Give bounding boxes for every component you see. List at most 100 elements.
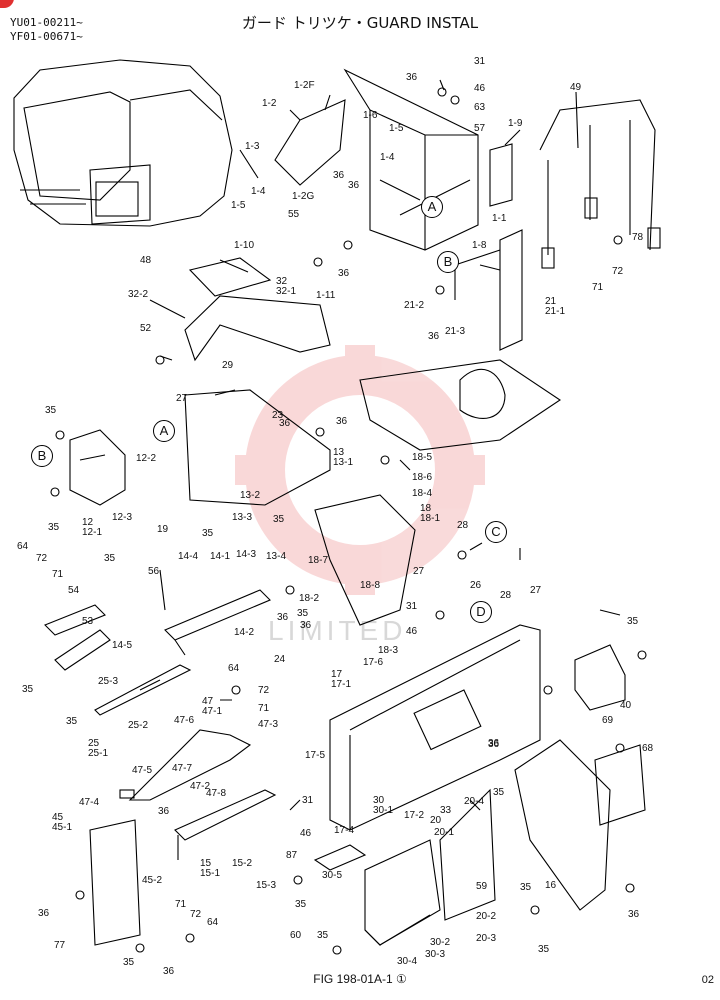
part-number-label: 28 <box>457 520 469 531</box>
part-number-label: 35 <box>48 522 60 533</box>
part-number-label: 18-5 <box>412 452 433 463</box>
part-number-label: 47-8 <box>206 788 227 799</box>
part-number-label: 1-5 <box>389 123 404 134</box>
part-number-label: 18-4 <box>412 488 433 499</box>
part-number-label: 25-1 <box>88 748 109 759</box>
part-number-label: 45 <box>52 812 64 823</box>
part-number-label: 64 <box>228 663 240 674</box>
part-number-label: 47-7 <box>172 763 193 774</box>
part-number-label: 20-3 <box>476 933 497 944</box>
part-number-label: 18 <box>420 503 432 514</box>
part-number-label: 13-1 <box>333 457 354 468</box>
part-number-label: 35 <box>104 553 116 564</box>
part-number-label: 47-5 <box>132 765 153 776</box>
part-number-label: 64 <box>207 917 219 928</box>
part-number-label: 1-10 <box>234 240 255 251</box>
part-number-label: 71 <box>52 569 64 580</box>
part-number-label: 32-1 <box>276 286 297 297</box>
part-number-label: 35 <box>202 528 214 539</box>
part-number-label: 12-2 <box>136 453 157 464</box>
part-number-label: 17-1 <box>331 679 352 690</box>
part-number-label: 1-2G <box>292 191 315 202</box>
part-number-label: 36 <box>300 620 312 631</box>
part-number-label: 36 <box>488 739 500 750</box>
part-number-label: 13-2 <box>240 490 261 501</box>
part-number-label: 35 <box>627 616 639 627</box>
part-number-label: 36 <box>158 806 170 817</box>
part-number-label: 68 <box>642 743 654 754</box>
part-number-label: 23 <box>272 410 284 421</box>
part-number-label: 47-4 <box>79 797 100 808</box>
part-number-label: 14-2 <box>234 627 255 638</box>
part-number-label: 15-3 <box>256 880 277 891</box>
part-number-label: 35 <box>22 684 34 695</box>
part-number-label: 30-3 <box>425 949 446 960</box>
part-number-label: 54 <box>68 585 80 596</box>
part-number-label: 27 <box>530 585 542 596</box>
part-number-label: 25-3 <box>98 676 119 687</box>
part-number-label: 1-4 <box>251 186 266 197</box>
part-number-label: 35 <box>493 787 505 798</box>
part-number-label: 12 <box>82 517 94 528</box>
ref-circle-c: C <box>485 521 507 543</box>
part-number-label: 12-1 <box>82 527 103 538</box>
part-number-label: 15 <box>200 858 212 869</box>
part-number-label: 36 <box>406 72 418 83</box>
part-number-label: 71 <box>175 899 187 910</box>
part-number-label: 25 <box>88 738 100 749</box>
part-number-label: 35 <box>45 405 57 416</box>
part-number-label: 14-1 <box>210 551 231 562</box>
part-number-label: 20-2 <box>476 911 497 922</box>
part-number-label: 18-2 <box>299 593 320 604</box>
part-number-label: 18-1 <box>420 513 441 524</box>
part-number-label: 1-5 <box>231 200 246 211</box>
part-number-label: 17-6 <box>363 657 384 668</box>
part-number-label: 47-1 <box>202 706 223 717</box>
part-number-label: 20 <box>430 815 442 826</box>
part-number-label: 21-3 <box>445 326 466 337</box>
part-number-label: 36 <box>628 909 640 920</box>
part-number-label: 30-5 <box>322 870 343 881</box>
part-number-label: 18-3 <box>378 645 399 656</box>
part-number-label: 48 <box>140 255 152 266</box>
part-number-label: 20-1 <box>434 827 455 838</box>
part-number-label: 25-2 <box>128 720 149 731</box>
part-number-label: 45-1 <box>52 822 73 833</box>
part-number-label: 14-3 <box>236 549 257 560</box>
part-number-label: 17 <box>331 669 343 680</box>
part-number-label: 29 <box>222 360 234 371</box>
part-number-label: 87 <box>286 850 298 861</box>
part-number-label: 30 <box>373 795 385 806</box>
part-number-label: 13-3 <box>232 512 253 523</box>
part-number-label: 21 <box>545 296 557 307</box>
part-number-label: 1-4 <box>380 152 395 163</box>
figure-caption: FIG 198-01A-1 ① <box>313 972 407 986</box>
part-number-label: 19 <box>157 524 169 535</box>
machine-overview-illustration <box>13 59 233 227</box>
part-number-label: 32 <box>276 276 288 287</box>
part-number-label: 72 <box>36 553 48 564</box>
part-number-label: 71 <box>592 282 604 293</box>
part-number-label: 36 <box>428 331 440 342</box>
part-number-label: 28 <box>500 590 512 601</box>
part-number-label: 36 <box>163 966 175 977</box>
part-number-label: 35 <box>538 944 550 955</box>
part-number-label: 14-5 <box>112 640 133 651</box>
part-number-label: 24 <box>274 654 286 665</box>
ref-circle-d: D <box>470 601 492 623</box>
part-number-label: 1-3 <box>245 141 260 152</box>
part-number-label: 72 <box>612 266 624 277</box>
part-number-label: 17-5 <box>305 750 326 761</box>
part-number-label: 47 <box>202 696 214 707</box>
part-number-label: 14-4 <box>178 551 199 562</box>
part-number-label: 35 <box>66 716 78 727</box>
part-number-label: 35 <box>520 882 532 893</box>
part-number-label: 21-1 <box>545 306 566 317</box>
part-number-label: 63 <box>474 102 486 113</box>
part-number-label: 17-4 <box>334 825 355 836</box>
part-number-label: 59 <box>476 881 488 892</box>
part-number-label: 36 <box>277 612 289 623</box>
part-number-label: 36 <box>38 908 50 919</box>
part-number-label: 36 <box>338 268 350 279</box>
